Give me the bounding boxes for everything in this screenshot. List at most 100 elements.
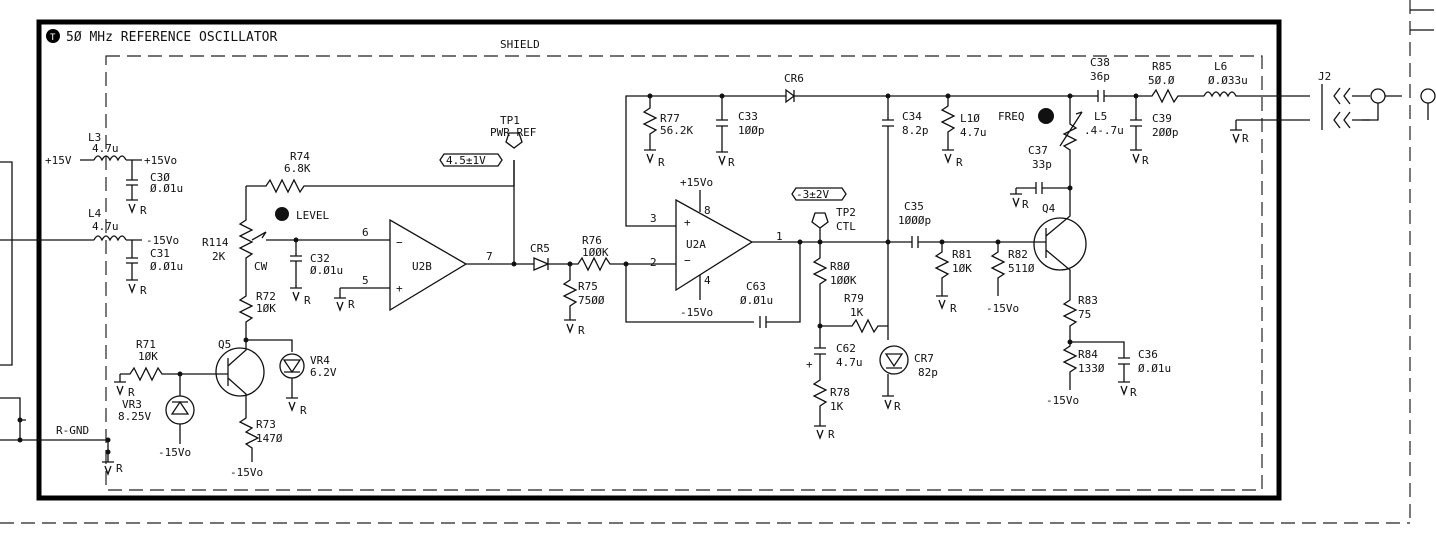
svg-text:CR7: CR7 [914,352,934,365]
svg-text:CR5: CR5 [530,242,550,255]
svg-text:R77: R77 [660,112,680,125]
svg-text:.4-.7u: .4-.7u [1084,124,1124,137]
svg-text:Ø.Ø1u: Ø.Ø1u [150,260,183,273]
svg-text:33p: 33p [1032,158,1052,171]
svg-text:R-GND: R-GND [56,424,89,437]
svg-text:R: R [1130,386,1137,399]
svg-text:3: 3 [650,212,657,225]
svg-text:+15Vo: +15Vo [144,154,177,167]
svg-text:R71: R71 [136,338,156,351]
svg-text:1ØØK: 1ØØK [830,274,857,287]
svg-text:-3±2V: -3±2V [796,188,829,201]
svg-text:R: R [304,294,311,307]
svg-text:R82: R82 [1008,248,1028,261]
svg-text:R: R [300,404,307,417]
svg-text:Ø.Ø33u: Ø.Ø33u [1208,74,1248,87]
svg-text:511Ø: 511Ø [1008,262,1035,275]
svg-text:8.2p: 8.2p [902,124,929,137]
svg-text:R: R [348,298,355,311]
svg-text:R: R [950,302,957,315]
svg-text:-15Vo: -15Vo [680,306,713,319]
svg-text:FREQ: FREQ [998,110,1025,123]
svg-text:VR3: VR3 [122,398,142,411]
svg-text:-15Vo: -15Vo [986,302,1019,315]
svg-text:C32: C32 [310,252,330,265]
svg-text:R: R [658,156,665,169]
svg-text:−: − [396,236,403,249]
svg-text:1K: 1K [830,400,844,413]
svg-text:R: R [828,428,835,441]
svg-text:1ØK: 1ØK [952,262,972,275]
svg-text:L5: L5 [1094,110,1107,123]
svg-text:C37: C37 [1028,144,1048,157]
svg-text:R81: R81 [952,248,972,261]
svg-text:R85: R85 [1152,60,1172,73]
svg-text:PWR REF: PWR REF [490,126,536,139]
svg-text:1ØØØp: 1ØØØp [898,214,931,227]
svg-text:+: + [396,282,403,295]
svg-text:36p: 36p [1090,70,1110,83]
svg-text:R: R [1142,154,1149,167]
svg-text:56.2K: 56.2K [660,124,693,137]
svg-text:5Ø.Ø: 5Ø.Ø [1148,74,1175,87]
svg-text:C31: C31 [150,247,170,260]
svg-text:Ø.Ø1u: Ø.Ø1u [740,294,773,307]
svg-text:R8Ø: R8Ø [830,260,850,273]
svg-text:C35: C35 [904,200,924,213]
svg-text:R: R [1022,198,1029,211]
svg-text:CW: CW [254,260,268,273]
shield-outline [105,55,1263,491]
svg-text:Q5: Q5 [218,338,231,351]
svg-text:+15V: +15V [45,154,72,167]
svg-text:CR6: CR6 [784,72,804,85]
svg-text:Ø.Ø1u: Ø.Ø1u [310,264,343,277]
title-block: T 5Ø MHz REFERENCE OSCILLATOR SHIELD [46,29,540,51]
svg-text:L3: L3 [88,131,101,144]
j2-connector: J2 [1318,70,1436,130]
power-filter: +15V L3 4.7u +15Vo C3Ø Ø.Ø1u R L4 4.7u -… [0,131,183,476]
svg-text:C3Ø: C3Ø [150,171,170,184]
svg-text:-15Vo: -15Vo [158,446,191,459]
svg-text:C38: C38 [1090,56,1110,69]
svg-text:L4: L4 [88,207,102,220]
svg-text:Ø.Ø1u: Ø.Ø1u [150,182,183,195]
svg-text:R114: R114 [202,236,229,249]
u2a-integrator: CR5 R76 1ØØK R75 75ØØ R C63 Ø.Ø1u + − U2… [530,72,1074,337]
svg-text:R76: R76 [582,234,602,247]
svg-text:R: R [140,204,147,217]
svg-text:R83: R83 [1078,294,1098,307]
q4-output-stage: R81 1ØK R R82 511Ø -15Vo L1Ø 4.7u R Q4 C… [934,56,1310,407]
svg-text:C34: C34 [902,110,922,123]
svg-text:4.5±1V: 4.5±1V [446,154,486,167]
varactor-tuning: R8Ø 1ØØK R79 1K C62 4.7u + R78 1K R C34 … [806,93,1034,441]
svg-text:C62: C62 [836,342,856,355]
svg-text:+15Vo: +15Vo [680,176,713,189]
svg-text:C33: C33 [738,110,758,123]
svg-text:8.25V: 8.25V [118,410,151,423]
u2a-label: U2A [686,238,706,251]
svg-text:75ØØ: 75ØØ [578,294,605,307]
svg-text:R: R [578,324,585,337]
svg-text:1ØØp: 1ØØp [738,124,765,137]
svg-text:4.7u: 4.7u [836,356,863,369]
svg-text:7: 7 [486,250,493,263]
svg-text:J2: J2 [1318,70,1331,83]
svg-text:R: R [894,400,901,413]
svg-text:R74: R74 [290,150,310,163]
svg-text:R73: R73 [256,418,276,431]
svg-text:75: 75 [1078,308,1091,321]
svg-text:1ØK: 1ØK [138,350,158,363]
svg-text:L1Ø: L1Ø [960,112,980,125]
svg-text:−: − [684,254,691,267]
svg-text:C63: C63 [746,280,766,293]
svg-text:R78: R78 [830,386,850,399]
svg-text:133Ø: 133Ø [1078,362,1105,375]
svg-text:TP1: TP1 [500,114,520,127]
svg-text:2ØØp: 2ØØp [1152,126,1179,139]
svg-text:T: T [50,33,56,43]
svg-text:R84: R84 [1078,348,1098,361]
svg-text:5: 5 [362,274,369,287]
svg-text:R: R [728,156,735,169]
svg-text:CTL: CTL [836,220,856,233]
